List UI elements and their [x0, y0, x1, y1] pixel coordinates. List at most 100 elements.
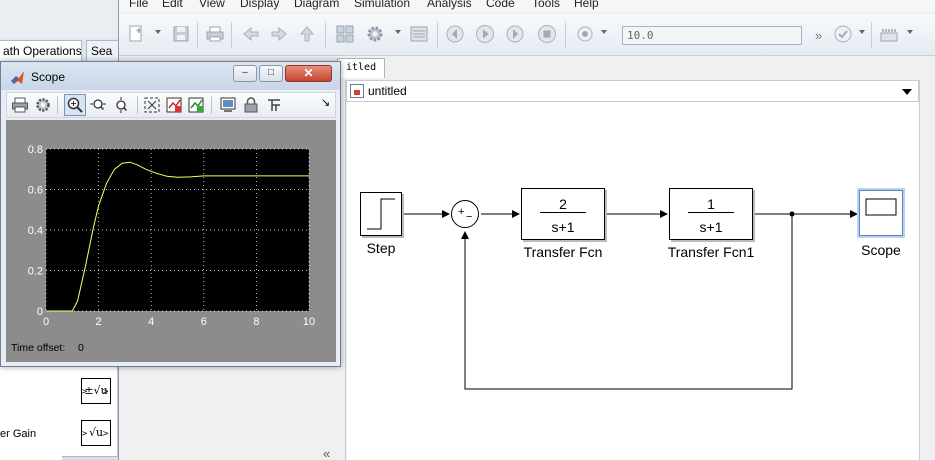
step-label[interactable]: Step — [366, 240, 396, 256]
back-arrow-icon[interactable] — [241, 24, 261, 44]
menu-view[interactable]: View — [199, 0, 225, 10]
tf-denominator: s+1 — [551, 219, 575, 235]
signed-sqrt-block[interactable]: >±√u> — [81, 378, 111, 404]
model-canvas[interactable]: Step + − 2 s+1 Transfer Fcn 1 s+1 Transf… — [347, 102, 919, 460]
menu-code[interactable]: Code — [486, 0, 515, 10]
matlab-logo-icon — [11, 71, 24, 84]
scope-title: Scope — [31, 70, 66, 84]
record-icon[interactable] — [575, 24, 595, 44]
zoom-in-icon[interactable] — [66, 96, 84, 114]
overflow-chevron-icon[interactable]: » — [815, 28, 823, 43]
tf-numerator: 2 — [559, 196, 567, 212]
plot-area — [46, 149, 309, 311]
sum-plus-sign: + — [458, 206, 465, 218]
right-scroll-strip[interactable] — [919, 80, 935, 460]
scope-block[interactable] — [859, 190, 903, 236]
chevron-down-icon[interactable] — [395, 30, 401, 34]
signed-sqrt-label: ±√u — [84, 384, 108, 397]
transfer-fcn1-block[interactable]: 1 s+1 — [669, 188, 753, 240]
zoom-x-icon[interactable] — [89, 96, 107, 114]
sum-block[interactable]: + − — [451, 200, 479, 228]
save-icon[interactable] — [171, 24, 191, 44]
y-tick-label: 0.6 — [28, 185, 43, 197]
signal-lines — [403, 210, 858, 390]
library-footer — [62, 456, 118, 460]
x-tick-label: 10 — [303, 316, 315, 328]
x-tick-label: 6 — [201, 316, 207, 328]
parameters-gear-icon[interactable] — [34, 96, 52, 114]
sqrt-block[interactable]: >√u> — [81, 420, 111, 446]
minimize-button[interactable]: – — [233, 65, 257, 82]
collapse-chevron-icon[interactable]: « — [323, 446, 331, 460]
new-model-icon[interactable] — [127, 24, 147, 44]
library-header — [0, 0, 118, 38]
model-explorer-icon[interactable] — [409, 24, 429, 44]
menu-file[interactable]: File — [129, 0, 149, 10]
stop-icon[interactable] — [537, 24, 557, 44]
save-axes-icon[interactable] — [165, 96, 183, 114]
branch-point — [789, 211, 795, 217]
transfer-fcn1-label[interactable]: Transfer Fcn1 — [667, 244, 755, 260]
tab-math-operations[interactable]: ath Operations — [0, 40, 82, 62]
check-icon[interactable] — [833, 24, 853, 44]
x-tick-label: 4 — [148, 316, 154, 328]
up-arrow-icon[interactable] — [297, 24, 317, 44]
model-icon — [350, 84, 364, 98]
maximize-button[interactable]: □ — [259, 65, 283, 82]
forward-arrow-icon[interactable] — [269, 24, 289, 44]
chevron-down-icon[interactable] — [601, 30, 607, 34]
library-browser-icon[interactable] — [335, 24, 355, 44]
y-tick-label: 0.4 — [28, 225, 43, 237]
menu-simulation[interactable]: Simulation — [354, 0, 411, 10]
stop-time-input[interactable]: 10.0 — [622, 26, 802, 45]
lock-icon[interactable] — [242, 96, 260, 114]
library-item-label[interactable]: er Gain — [0, 428, 37, 440]
step-back-icon[interactable] — [445, 24, 465, 44]
scope-screen-icon — [865, 198, 897, 216]
scope-title-bar[interactable]: Scope – □ ✕ — [1, 62, 340, 90]
print-icon[interactable] — [11, 96, 29, 114]
menu-edit[interactable]: Edit — [162, 0, 183, 10]
close-button[interactable]: ✕ — [285, 65, 332, 82]
transfer-fcn-label[interactable]: Transfer Fcn — [523, 244, 603, 260]
chevron-down-icon[interactable] — [859, 30, 865, 34]
menu-tools[interactable]: Tools — [532, 0, 561, 10]
signal-selection-icon[interactable] — [265, 96, 283, 114]
x-tick-label: 8 — [253, 316, 259, 328]
tf1-denominator: s+1 — [699, 219, 723, 235]
zoom-y-icon[interactable] — [113, 96, 131, 114]
menu-diagram[interactable]: Diagram — [294, 0, 340, 10]
menu-help[interactable]: Help — [574, 0, 599, 10]
chevron-down-icon[interactable] — [907, 30, 913, 34]
response-trace — [46, 161, 309, 312]
toolbar-overflow-icon[interactable]: ↘ — [321, 97, 331, 109]
gear-icon[interactable] — [365, 24, 385, 44]
main-toolbar: 10.0 » — [119, 14, 935, 56]
address-text: untitled — [368, 84, 407, 98]
chevron-down-icon[interactable] — [902, 89, 912, 95]
scope-label[interactable]: Scope — [861, 242, 901, 258]
feedback-line — [461, 214, 793, 390]
step-symbol-icon — [367, 198, 395, 230]
step-forward-icon[interactable] — [505, 24, 525, 44]
print-icon[interactable] — [205, 24, 225, 44]
restore-axes-icon[interactable] — [187, 96, 205, 114]
menu-display[interactable]: Display — [240, 0, 280, 10]
transfer-fcn-block[interactable]: 2 s+1 — [521, 188, 605, 240]
tab-untitled[interactable]: itled — [337, 58, 385, 78]
run-icon[interactable] — [475, 24, 495, 44]
address-bar[interactable]: untitled — [346, 80, 919, 102]
menu-analysis[interactable]: Analysis — [427, 0, 472, 10]
step-block[interactable] — [360, 192, 402, 236]
tab-search[interactable]: Sea — [86, 40, 126, 62]
float-scope-icon[interactable] — [219, 96, 237, 114]
autoscale-icon[interactable] — [143, 96, 161, 114]
time-offset-value: 0 — [78, 342, 84, 354]
chevron-down-icon[interactable] — [155, 30, 161, 34]
x-tick-label: 0 — [43, 316, 49, 328]
library-tabs: ath Operations Sea — [0, 38, 126, 62]
build-icon[interactable] — [879, 24, 899, 44]
